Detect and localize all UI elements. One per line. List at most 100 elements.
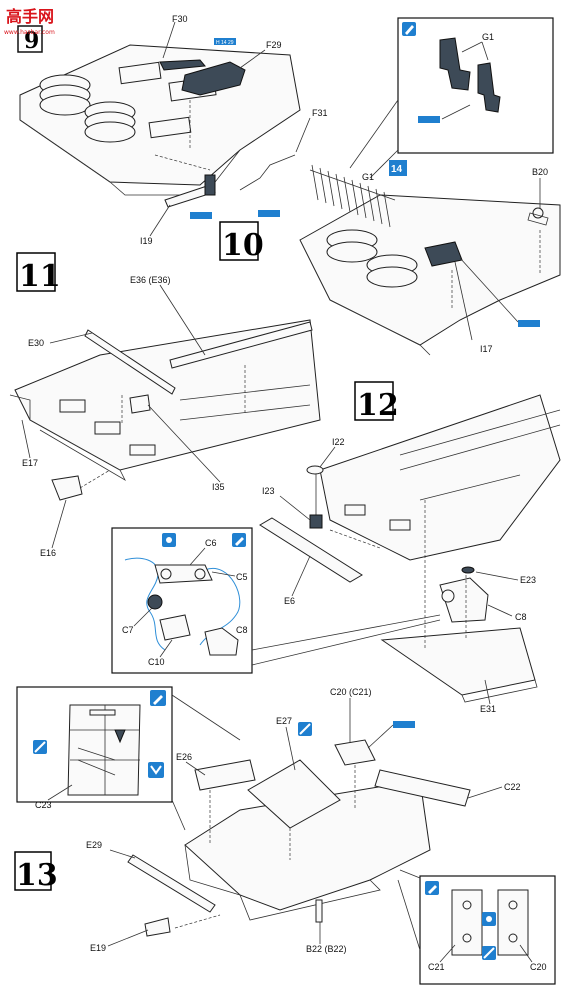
part-c20 — [497, 889, 529, 956]
step-10-assembly: G1 14 I17 B20 — [299, 160, 561, 356]
label-c21: C21 — [428, 962, 445, 972]
cement-tube-icon — [150, 690, 166, 706]
paint-icon — [482, 946, 496, 960]
step-number-9: 9 — [24, 28, 39, 54]
label-f29: F29 — [266, 40, 282, 50]
step-12-detail-inset: C6 C5 C7 C10 C8 — [111, 527, 253, 674]
label-e27: E27 — [276, 716, 292, 726]
part-i23 — [309, 514, 323, 529]
watermark-url: www.hasbar.com — [4, 29, 55, 36]
label-i22: I22 — [332, 437, 345, 447]
decal-icon — [162, 533, 176, 547]
decal-icon — [482, 912, 496, 926]
part-i22 — [306, 465, 324, 475]
label-c10: C10 — [148, 657, 165, 667]
step-11-assembly: E36 (E36) E30 E17 I35 E16 — [9, 275, 321, 558]
part-e31 — [380, 627, 536, 696]
step-13-badge: 13 — [14, 851, 58, 893]
watermark-brand: 高手网 — [6, 7, 54, 26]
label-c8-detail: C8 — [236, 625, 248, 635]
cut-icon — [148, 762, 164, 778]
label-c20-c21: C20 (C21) — [330, 687, 372, 697]
part-b20 — [527, 207, 549, 226]
part-e30 — [84, 329, 176, 395]
part-c21 — [451, 889, 483, 956]
part-ref-tag: H 14 29 — [214, 38, 236, 46]
label-e29: E29 — [86, 840, 102, 850]
label-i19: I19 — [140, 236, 153, 246]
part-e27 — [247, 759, 341, 829]
part-e6 — [259, 517, 363, 583]
label-e36: E36 (E36) — [130, 275, 171, 285]
label-e23: E23 — [520, 575, 536, 585]
step-13-assembly: E26 E27 C20 (C21) C22 E29 E19 B22 (B22) — [86, 687, 521, 954]
label-g1: G1 — [362, 172, 374, 182]
part-e23 — [461, 566, 475, 574]
watermark-logo: 9 高手网 www.hasbar.com — [4, 7, 55, 54]
cement-tube-icon — [232, 533, 246, 547]
label-e30: E30 — [28, 338, 44, 348]
label-e16: E16 — [40, 548, 56, 558]
label-c22: C22 — [504, 782, 521, 792]
step-9-assembly: F30 F29 H 14 29 F31 I19 — [19, 14, 328, 246]
step-number-11: 11 — [19, 259, 61, 294]
label-e17: E17 — [22, 458, 38, 468]
label-e19: E19 — [90, 943, 106, 953]
engine-fan-right — [84, 101, 136, 143]
label-c7: C7 — [122, 625, 134, 635]
label-i35: I35 — [212, 482, 225, 492]
part-e16 — [51, 475, 83, 501]
label-g1-count: 14 — [391, 164, 403, 175]
step-13-detail-inset: C23 — [16, 686, 173, 810]
label-b22: B22 (B22) — [306, 944, 347, 954]
paint-icon — [33, 740, 47, 754]
part-f31 — [239, 154, 296, 191]
part-f29 — [181, 61, 246, 96]
step-10-detail-inset: G1 — [397, 17, 554, 154]
label-e31: E31 — [480, 704, 496, 714]
label-c8: C8 — [515, 612, 527, 622]
part-f30 — [159, 59, 206, 71]
label-b20: B20 — [532, 167, 548, 177]
part-e19 — [144, 917, 171, 937]
label-f31: F31 — [312, 108, 328, 118]
step-10-badge: 10 — [219, 221, 264, 263]
part-b22 — [315, 899, 323, 923]
label-e26: E26 — [176, 752, 192, 762]
label-f30: F30 — [172, 14, 188, 24]
label-i17: I17 — [480, 344, 493, 354]
label-g1-detail: G1 — [482, 32, 494, 42]
part-g1-left — [439, 37, 471, 91]
step-number-13: 13 — [16, 858, 58, 893]
step-12-assembly: I22 I23 E6 E23 C8 E31 — [259, 394, 561, 714]
count-badge — [389, 160, 407, 176]
engine-fans — [326, 229, 418, 288]
part-g1-right — [477, 62, 501, 113]
part-c8-detail — [204, 627, 239, 656]
part-e29 — [127, 854, 216, 913]
cement-tube-icon — [425, 881, 439, 895]
label-i23: I23 — [262, 486, 275, 496]
label-c23: C23 — [35, 800, 52, 810]
label-c5: C5 — [236, 572, 248, 582]
part-e36 — [169, 321, 313, 369]
engine-fan-left — [39, 74, 91, 116]
label-c20: C20 — [530, 962, 547, 972]
step-number-12: 12 — [357, 388, 399, 423]
step-11-badge: 11 — [16, 252, 61, 294]
step-13-side-inset: C21 C20 — [419, 875, 556, 985]
part-c8 — [439, 577, 489, 623]
paint-icon — [298, 722, 312, 736]
part-c22 — [374, 769, 471, 807]
glue-icon — [402, 22, 416, 36]
part-i35 — [129, 394, 151, 414]
part-c7 — [147, 594, 163, 610]
svg-text:H 14 29: H 14 29 — [216, 40, 234, 46]
label-e6: E6 — [284, 596, 295, 606]
step-12-badge: 12 — [354, 381, 399, 423]
step-number-10: 10 — [222, 228, 264, 263]
track-links-g1 — [309, 164, 396, 228]
part-c23 — [67, 704, 141, 796]
part-c10 — [159, 614, 191, 641]
